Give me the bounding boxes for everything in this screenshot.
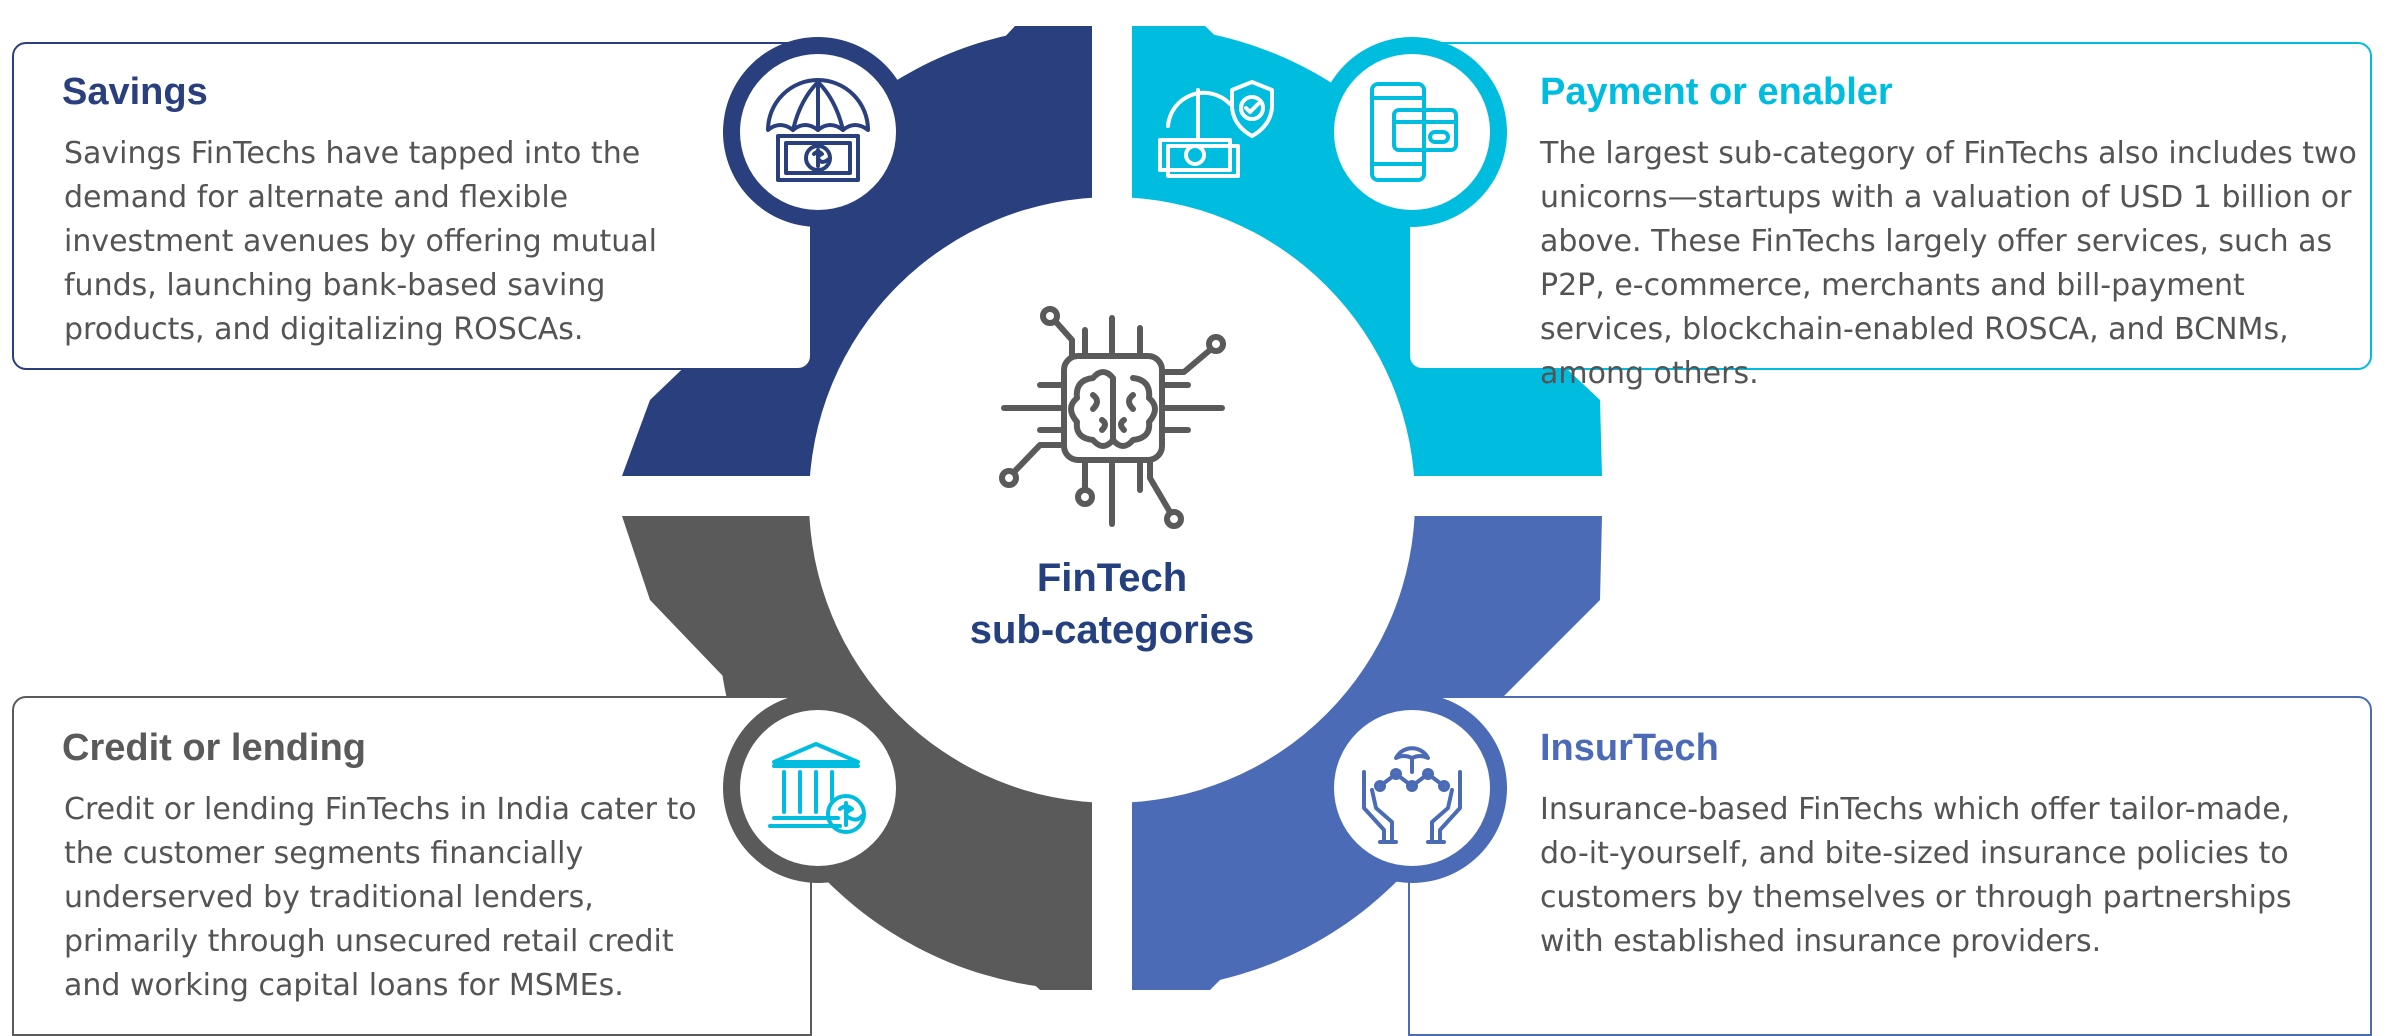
credit-description: Credit or lending FinTechs in India cate… <box>64 792 697 1003</box>
credit-title: Credit or lending <box>62 727 366 769</box>
payment-card: Payment or enabler The largest sub-categ… <box>1408 42 2372 391</box>
savings-title: Savings <box>62 71 208 113</box>
protected-money-icon <box>1158 80 1274 178</box>
center-title: FinTech sub-categories <box>862 552 1362 656</box>
payment-title: Payment or enabler <box>1540 71 1893 113</box>
insurtech-title: InsurTech <box>1540 727 1719 769</box>
payment-description: The largest sub-category of FinTechs als… <box>1540 136 2357 391</box>
savings-description: Savings FinTechs have tapped into the de… <box>64 136 657 347</box>
savings-card: Savings Savings FinTechs have tapped int… <box>12 42 812 370</box>
brain-chip-icon <box>999 306 1226 529</box>
center-title-line-2: sub-categories <box>969 608 1255 652</box>
credit-card: Credit or lending Credit or lending FinT… <box>12 696 812 1036</box>
insurtech-card: InsurTech Insurance-based FinTechs which… <box>1408 696 2372 1036</box>
insurtech-description: Insurance-based FinTechs which offer tai… <box>1540 792 2292 959</box>
center-title-line-1: FinTech <box>1036 556 1188 600</box>
